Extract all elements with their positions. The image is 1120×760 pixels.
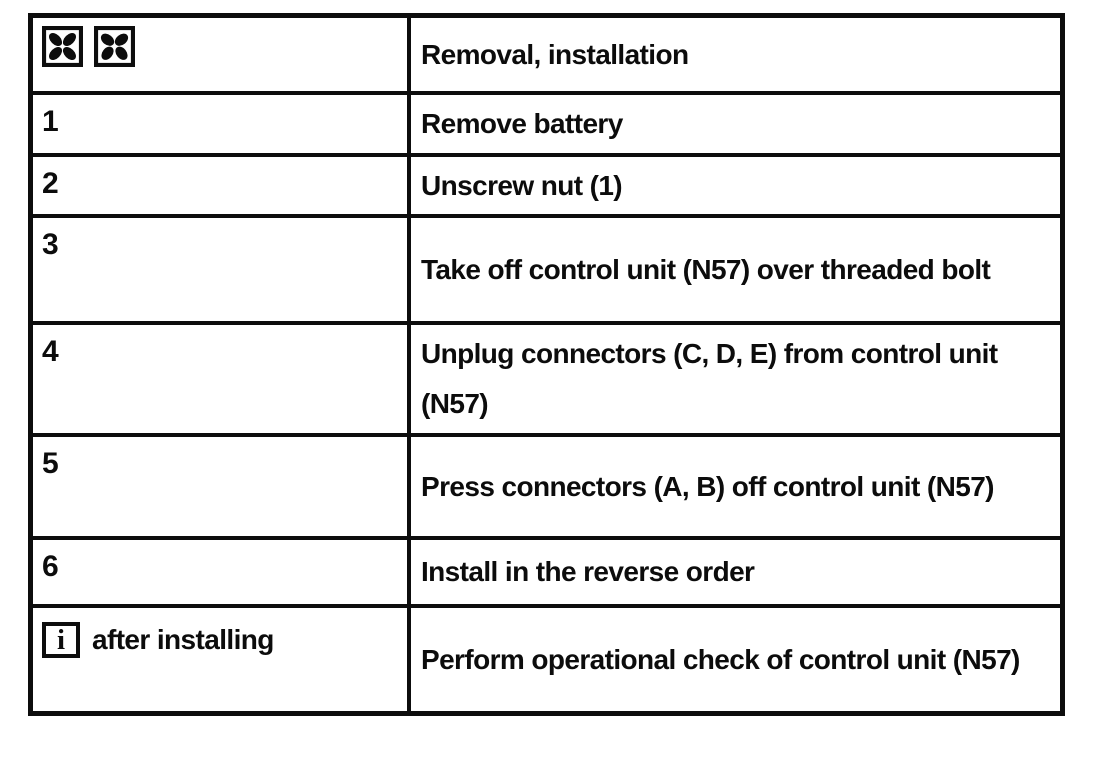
- step-description: Unscrew nut (1): [421, 169, 623, 201]
- header-symbol-cell: [33, 18, 411, 91]
- note-description: Perform operational check of control uni…: [421, 643, 1020, 675]
- header-icons: [42, 26, 135, 67]
- table-row: 6 Install in the reverse order: [33, 540, 1060, 608]
- table-row: 2 Unscrew nut (1): [33, 157, 1060, 218]
- table-title: Removal, installation: [421, 38, 689, 70]
- step-description: Take off control unit (N57) over threade…: [421, 253, 991, 285]
- step-number: 2: [42, 167, 59, 200]
- table-row: 3 Take off control unit (N57) over threa…: [33, 218, 1060, 325]
- installation-icon: [94, 26, 135, 67]
- step-description: Install in the reverse order: [421, 556, 755, 587]
- step-number: 3: [42, 228, 59, 261]
- procedure-table: Removal, installation 1 Remove battery 2…: [28, 13, 1065, 716]
- removal-icon: [42, 26, 83, 67]
- table-row: 5 Press connectors (A, B) off control un…: [33, 437, 1060, 540]
- note-condition-label: after installing: [92, 624, 274, 655]
- table-row: 4 Unplug connectors (C, D, E) from contr…: [33, 325, 1060, 437]
- step-description: Press connectors (A, B) off control unit…: [421, 470, 995, 502]
- table-row-note: i after installing Perform operational c…: [33, 608, 1060, 711]
- step-number: 4: [42, 335, 59, 368]
- table-row: 1 Remove battery: [33, 95, 1060, 157]
- step-number: 6: [42, 550, 59, 583]
- step-number: 5: [42, 447, 59, 480]
- step-description: Remove battery: [421, 108, 623, 139]
- step-number: 1: [42, 105, 59, 138]
- info-icon: i: [42, 622, 80, 658]
- step-description: Unplug connectors (C, D, E) from control…: [421, 338, 998, 419]
- table-header-row: Removal, installation: [33, 18, 1060, 95]
